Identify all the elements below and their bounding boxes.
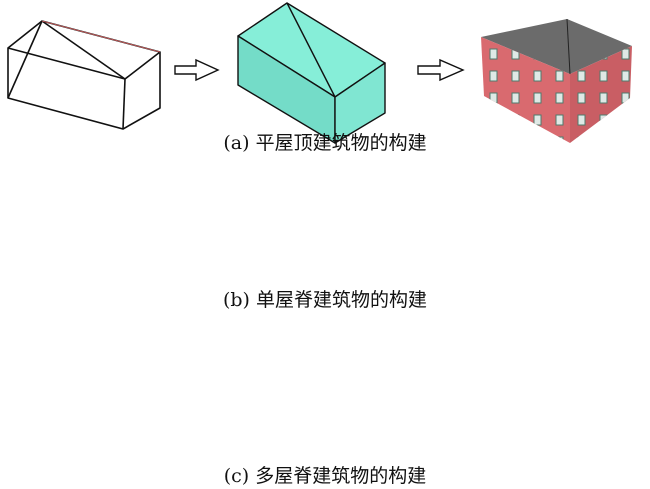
caption-a: (a) 平屋顶建筑物的构建 — [223, 132, 427, 154]
row-a-textured-building — [481, 18, 632, 143]
row-a-solid-model — [237, 2, 386, 144]
caption-c: (c) 多屋脊建筑物的构建 — [223, 465, 427, 487]
row-a-arrow-1-icon — [174, 58, 220, 82]
row-a-wireframe — [7, 20, 161, 130]
row-a-arrow-2-icon — [417, 58, 465, 82]
caption-b: (b) 单屋脊建筑物的构建 — [222, 289, 428, 311]
